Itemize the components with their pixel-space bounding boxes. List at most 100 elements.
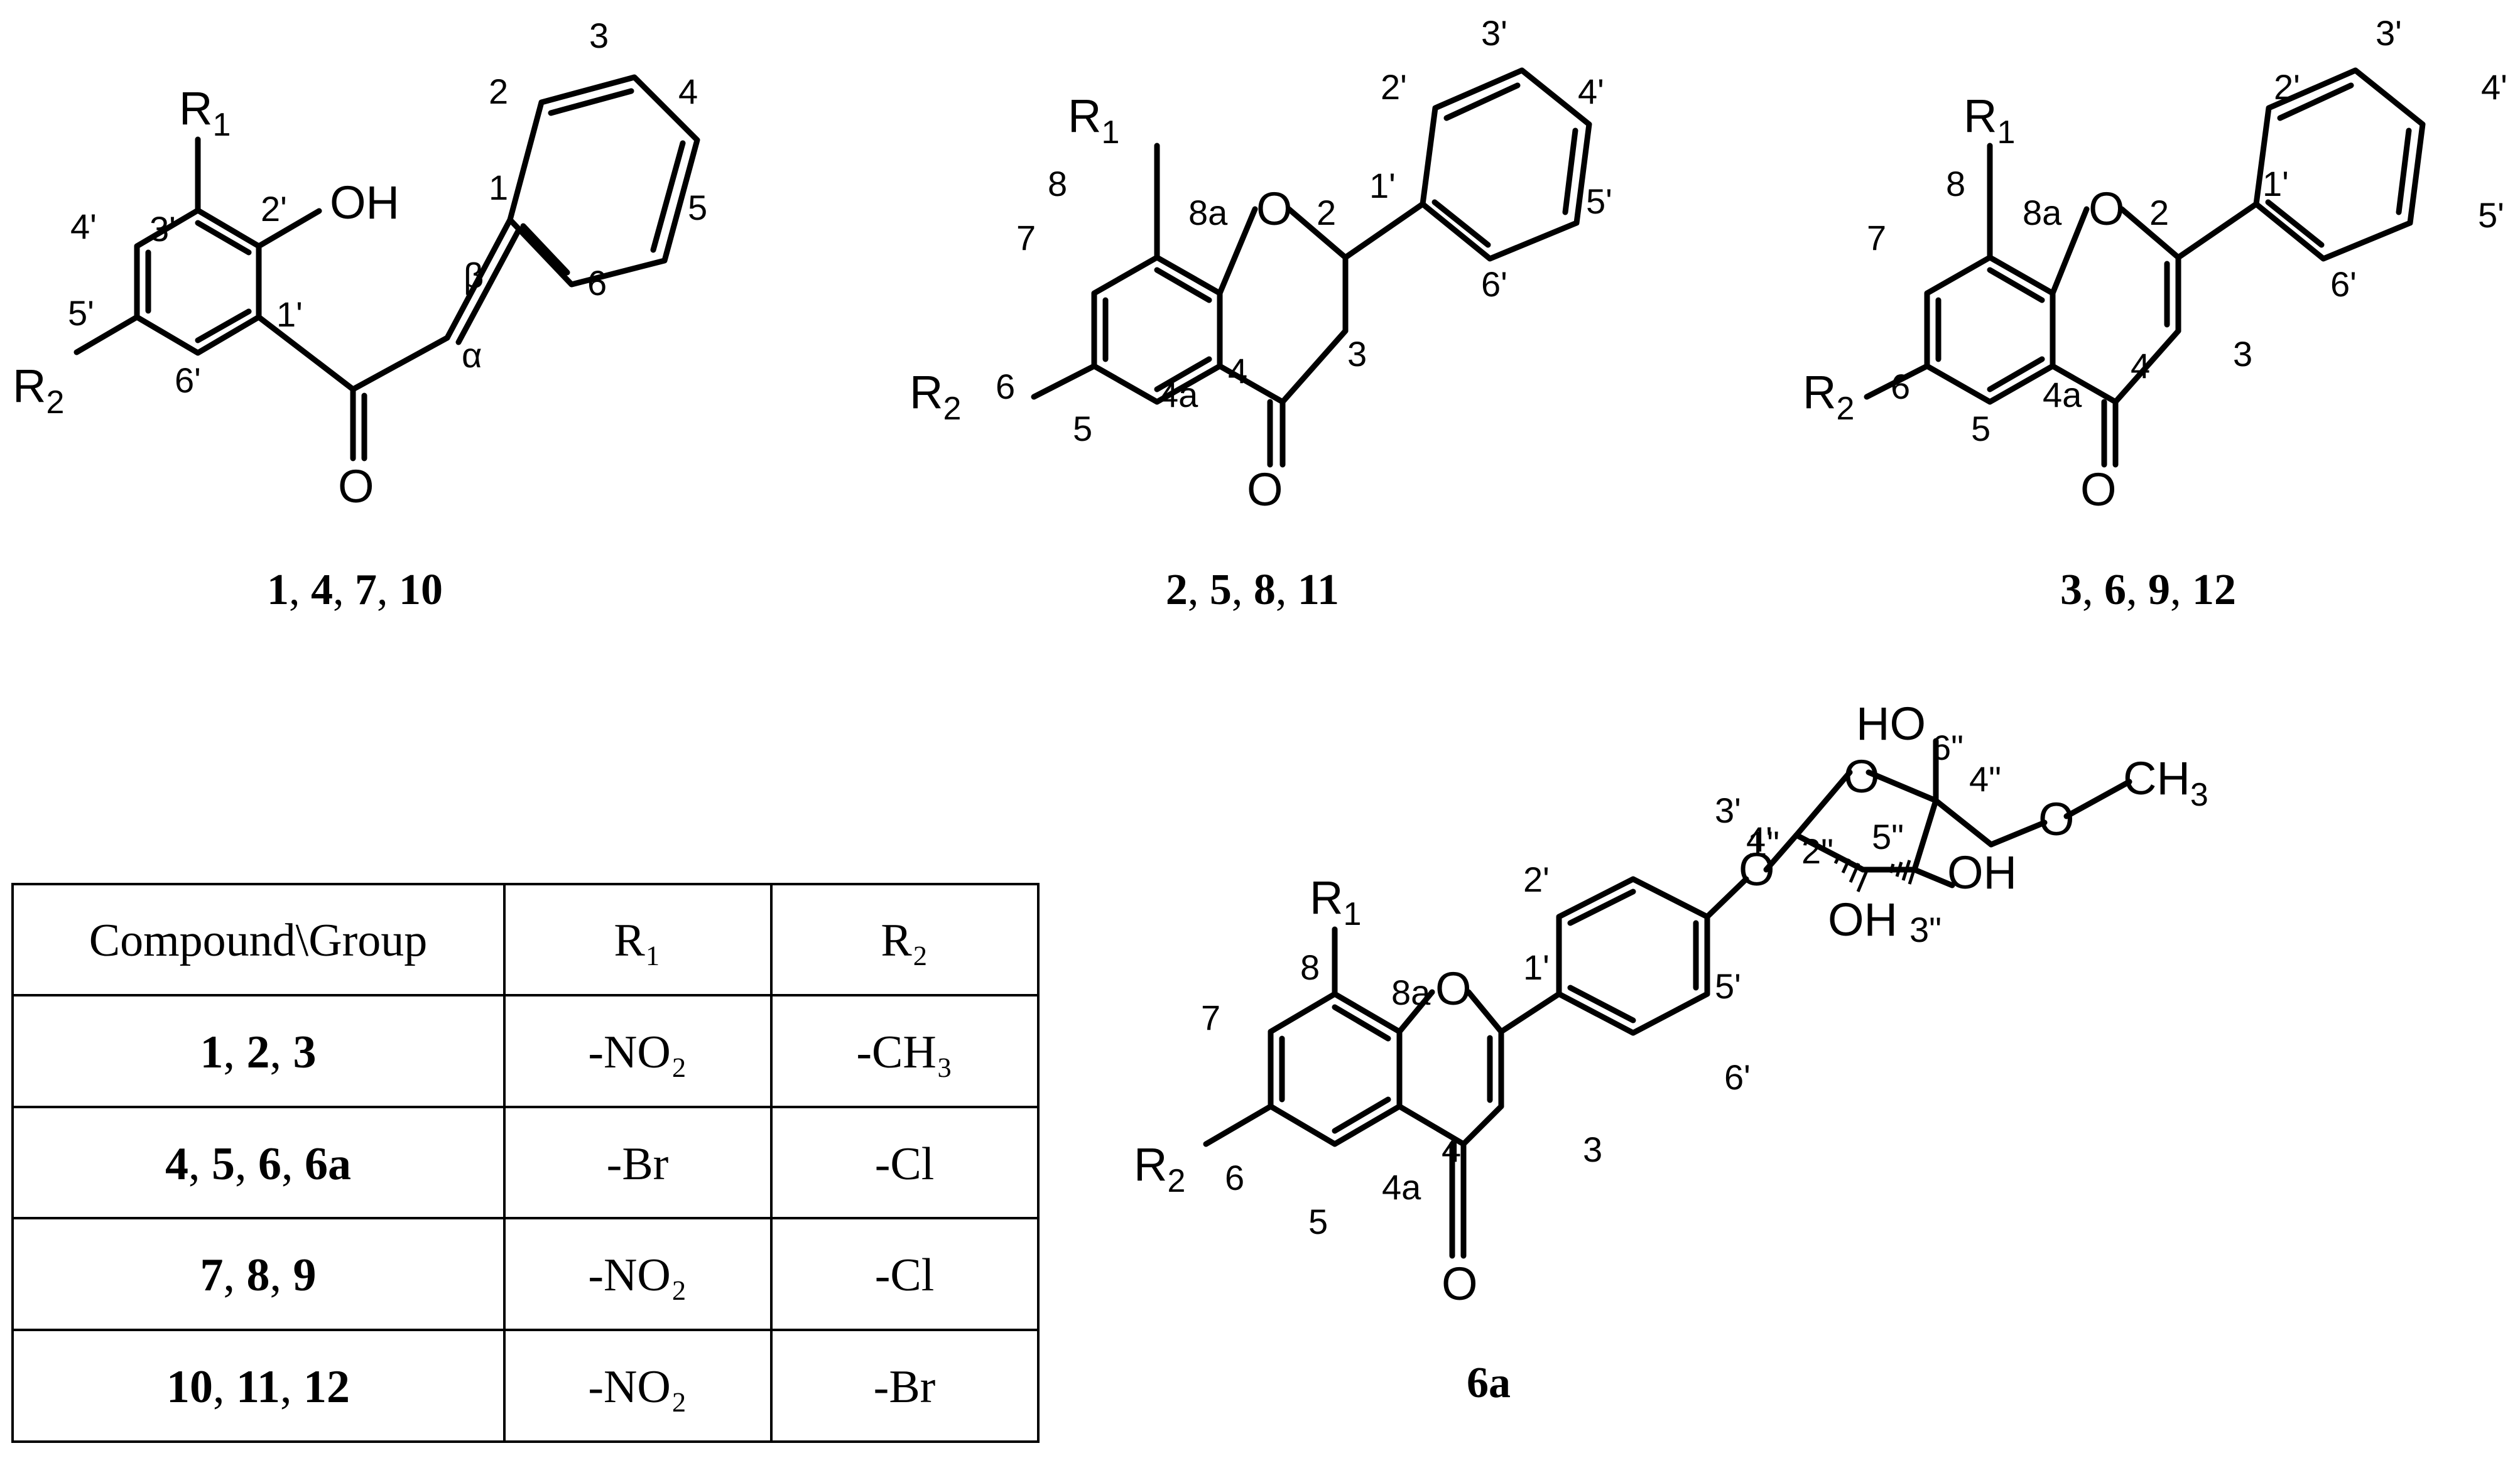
position-label: 4a — [2043, 375, 2082, 414]
position-label: 2' — [1523, 860, 1550, 899]
position-label: 2 — [1317, 193, 1336, 232]
table-header-r2: R₂ — [881, 915, 928, 966]
position-label: 3 — [2233, 334, 2252, 374]
glycoside-sugar-o-label: O — [1844, 750, 1880, 802]
table-cell-r2: -Cl — [875, 1250, 935, 1301]
glycoside-structure: R1 O R2 O O O HO OH OH O CH3 6" 4" 3' 4'… — [1134, 698, 2208, 1407]
glycoside-ether-o-label: O — [1739, 843, 1775, 895]
flavone-carbonyl-o-label: O — [2080, 463, 2117, 516]
glycoside-methoxy-o-label: O — [2038, 793, 2075, 845]
table-header-row: Compound\Group R₁ R₂ — [89, 915, 928, 966]
table-header-r1: R₁ — [614, 915, 661, 966]
position-label: 1' — [276, 294, 303, 334]
position-label: 3 — [589, 16, 609, 55]
table-row: 7, 8, 9 -NO₂ -Cl — [200, 1250, 935, 1301]
position-label: 4 — [678, 72, 698, 111]
position-label: 1 — [489, 168, 508, 207]
position-label: 8a — [1188, 193, 1228, 232]
position-label: 5 — [688, 188, 707, 227]
chalcone-bonds — [73, 74, 700, 462]
position-label: 8a — [1391, 973, 1431, 1012]
position-label: 2 — [2149, 193, 2169, 232]
position-label: 5 — [1073, 409, 1092, 448]
position-label: 4 — [1442, 1130, 1461, 1169]
position-label: 3 — [1583, 1130, 1602, 1169]
position-label: 6 — [1225, 1158, 1244, 1197]
glycoside-carbonyl-o-label: O — [1442, 1258, 1478, 1310]
flavone-structure: R1 O R2 O 3' 2' 4' 1' 8 8a 2 5' 7 6' 4 3… — [1803, 13, 2507, 614]
position-label: 4" — [1969, 759, 2001, 799]
table-cell-r2: -Cl — [875, 1138, 935, 1190]
table-grid — [11, 883, 1040, 1443]
table-cell-compounds: 1, 2, 3 — [200, 1027, 317, 1078]
flavone-ring-o-label: O — [2088, 183, 2125, 235]
position-label: 1' — [1369, 166, 1396, 205]
flavone-r1-label: R1 — [1963, 90, 2015, 151]
position-label: 5" — [1872, 817, 1904, 856]
flavanone-carbonyl-o-label: O — [1247, 463, 1283, 516]
position-label: 2' — [1381, 67, 1407, 107]
position-label: 8 — [1048, 164, 1067, 203]
table-cell-r2: -Br — [874, 1361, 936, 1413]
position-label: 6 — [1891, 367, 1910, 406]
chalcone-structure: R1 OH R2 O 2 3 4 5 6 1 β α 3' 2' 4' 5' 1… — [13, 16, 707, 614]
table-cell-r2: -CH₃ — [856, 1027, 952, 1078]
position-label: 5' — [2478, 195, 2504, 235]
flavanone-atoms: R1 O R2 O — [910, 90, 1293, 516]
position-label: 2 — [489, 72, 508, 111]
table-cell-r1: -NO₂ — [588, 1361, 687, 1413]
flavone-atoms: R1 O R2 O — [1803, 90, 2125, 516]
glycoside-numbering: 6" 4" 3' 4' 1" 2" 5" 2' 3" 1' 8 8a 7 5' … — [1201, 728, 2001, 1241]
glycoside-ho-label: HO — [1856, 698, 1926, 750]
position-label: 2" — [1801, 831, 1833, 871]
flavanone-bonds — [1031, 67, 1592, 468]
chalcone-oh-label: OH — [330, 176, 399, 229]
position-label: 6' — [2330, 264, 2357, 304]
position-label: 4 — [1228, 351, 1247, 391]
glycoside-ring-o-label: O — [1435, 963, 1472, 1015]
flavone-r2-label: R2 — [1803, 366, 1854, 427]
table-cell-r1: -NO₂ — [588, 1250, 687, 1301]
table-header-compound: Compound\Group — [89, 915, 428, 966]
position-label: 2' — [261, 189, 287, 229]
chalcone-atoms: R1 OH R2 O — [13, 82, 399, 512]
glycoside-r2-label: R2 — [1134, 1138, 1185, 1199]
flavone-caption: 3, 6, 9, 12 — [2060, 566, 2236, 614]
glycoside-bonds — [1203, 738, 2132, 1259]
glycoside-atoms: R1 O R2 O O O HO OH OH O CH3 — [1134, 698, 2208, 1310]
table-cell-r1: -Br — [607, 1138, 669, 1190]
table-cell-r1: -NO₂ — [588, 1027, 687, 1078]
position-label: 6' — [175, 360, 201, 400]
position-label: 6" — [1931, 728, 1963, 767]
position-label: 4' — [1746, 819, 1773, 859]
flavanone-numbering: 3' 2' 4' 1' 5' 6' 8 8a 2 7 6 4 3 4a 5 — [996, 13, 1612, 448]
table-cell-compounds: 7, 8, 9 — [200, 1250, 317, 1301]
glycoside-oh-label: OH — [1947, 846, 2017, 899]
position-label: 3' — [1481, 13, 1507, 53]
position-label: 6 — [996, 367, 1015, 406]
flavanone-caption: 2, 5, 8, 11 — [1166, 566, 1339, 614]
position-label: 1' — [2262, 164, 2289, 203]
position-label: 4 — [2131, 346, 2150, 386]
table-row: 1, 2, 3 -NO₂ -CH₃ — [200, 1027, 953, 1078]
position-label: 6' — [1481, 264, 1507, 304]
chalcone-numbering: 2 3 4 5 6 1 β α 3' 2' 4' 5' 1' 6' — [68, 16, 707, 400]
flavone-numbering: 3' 2' 4' 1' 8 8a 2 5' 7 6' 4 3 6 4a 5 — [1867, 13, 2507, 448]
position-label: 1' — [1523, 948, 1550, 987]
position-label: 8 — [1946, 164, 1965, 203]
position-label: 7 — [1201, 998, 1220, 1037]
position-label: 3' — [2376, 13, 2402, 53]
glycoside-oh-label: OH — [1828, 894, 1898, 946]
table-cell-compounds: 4, 5, 6, 6a — [165, 1138, 351, 1190]
chalcone-carbonyl-o-label: O — [338, 460, 374, 512]
position-label: 3" — [1909, 910, 1942, 949]
glycoside-hashed-bonds — [1833, 853, 1920, 892]
position-label: 5' — [68, 293, 94, 333]
position-label: 4a — [1159, 375, 1198, 414]
position-label: 2' — [2274, 67, 2300, 107]
glycoside-methyl-label: CH3 — [2123, 752, 2208, 813]
flavone-bonds — [1864, 67, 2426, 468]
position-label: 5' — [1715, 966, 1741, 1006]
glycoside-caption: 6a — [1467, 1359, 1511, 1407]
